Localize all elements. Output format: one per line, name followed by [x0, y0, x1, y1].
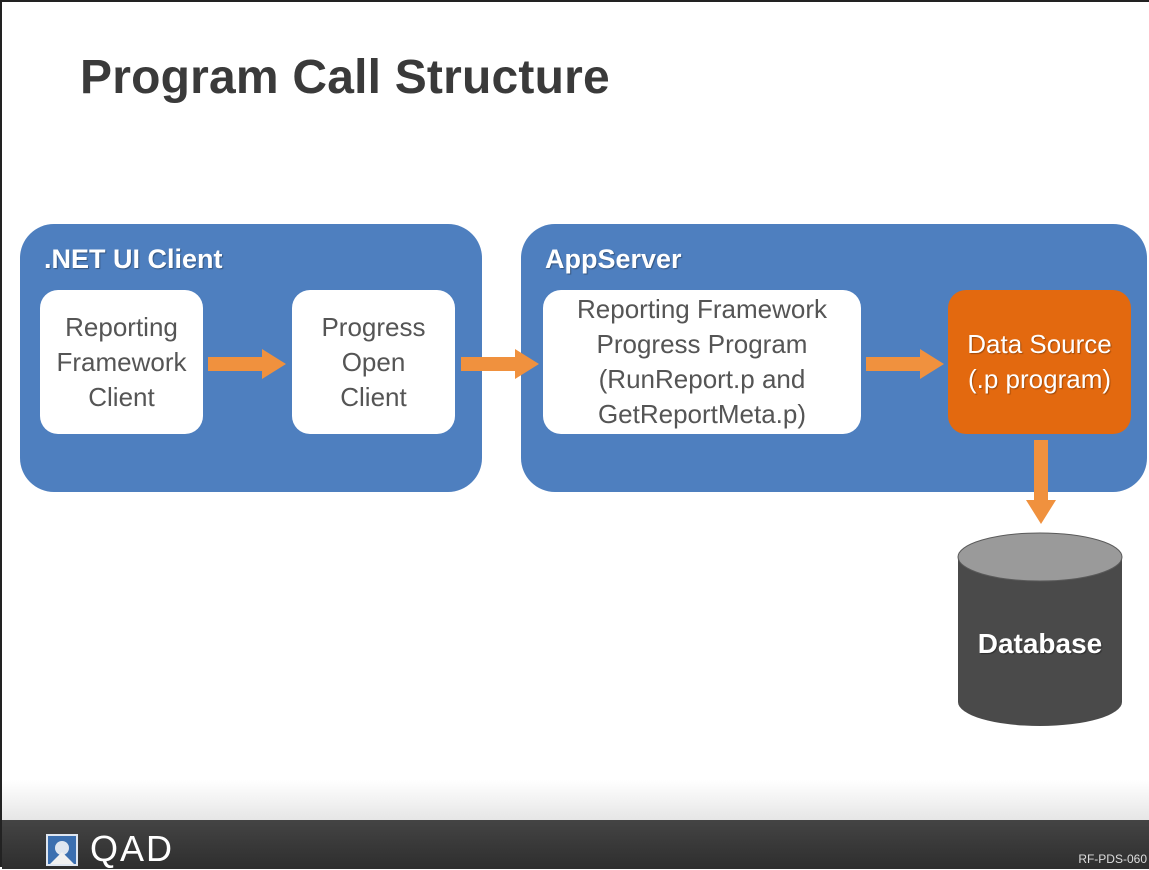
database-icon	[957, 532, 1123, 726]
footer-gradient	[2, 780, 1149, 820]
database-cylinder: Database	[957, 532, 1123, 728]
qad-logo-text: QAD	[90, 828, 175, 869]
database-label: Database	[977, 628, 1103, 659]
qad-logo-icon	[46, 834, 78, 866]
slide-title: Program Call Structure	[80, 51, 610, 104]
arrow-data-source-to-database	[1026, 440, 1056, 524]
arrow-open-client-to-appserver	[461, 349, 539, 379]
slide-code: RF-PDS-060	[1078, 852, 1147, 866]
footer-bar: QAD RF-PDS-060	[2, 820, 1149, 869]
reporting-framework-program-box: Reporting Framework Progress Program (Ru…	[543, 290, 861, 434]
data-source-box: Data Source (.p program)	[948, 290, 1131, 434]
arrow-client-to-open-client	[208, 349, 286, 379]
reporting-framework-client-box: Reporting Framework Client	[40, 290, 203, 434]
arrow-program-to-data-source	[866, 349, 944, 379]
net-ui-client-label: .NET UI Client	[44, 244, 223, 274]
appserver-label: AppServer	[545, 244, 682, 274]
progress-open-client-box: Progress Open Client	[292, 290, 455, 434]
